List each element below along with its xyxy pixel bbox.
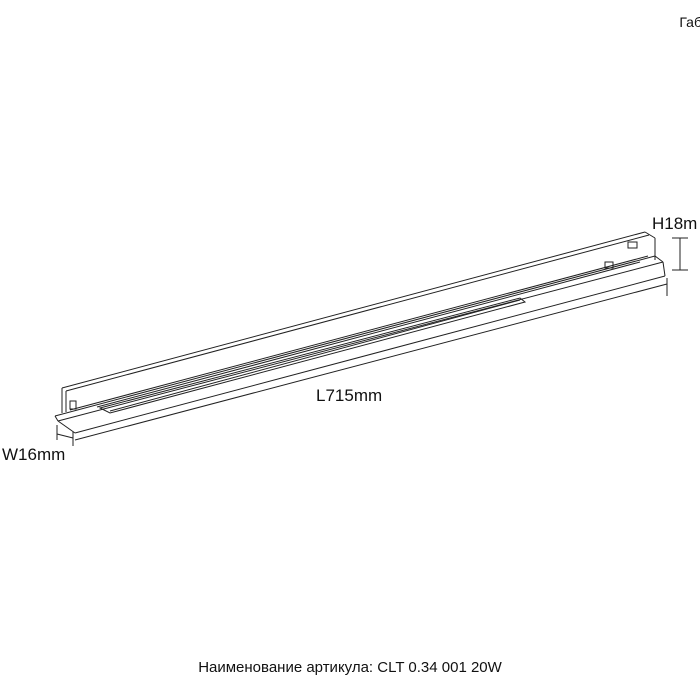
header-title: Габ [679, 14, 700, 30]
length-dimension-line [74, 278, 668, 441]
height-label: H18m [652, 214, 698, 233]
diffuser [54, 255, 666, 434]
height-dimension-line [672, 237, 688, 271]
width-dimension-line [56, 425, 74, 446]
length-label: L715mm [316, 386, 383, 405]
width-label: W16mm [2, 445, 66, 464]
article-caption: Наименование артикула: CLT 0.34 001 20W [198, 659, 502, 676]
housing [61, 231, 656, 413]
